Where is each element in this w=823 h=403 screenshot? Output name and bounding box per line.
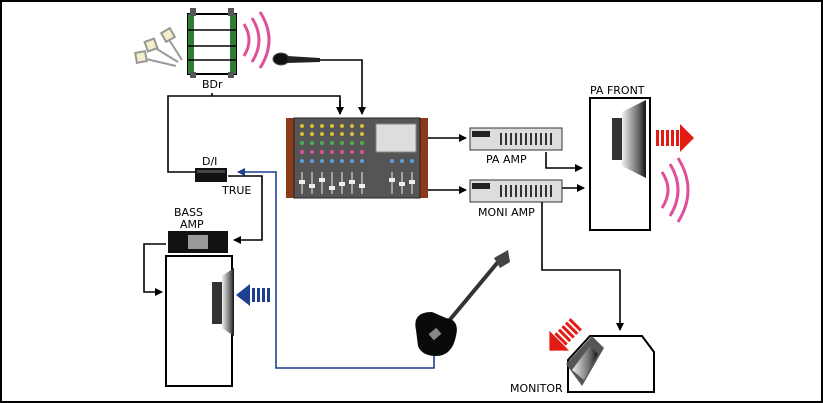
mixing-console-icon: [286, 117, 428, 199]
drum-beaters-icon: [134, 26, 183, 67]
pa-amp-icon: [469, 127, 563, 151]
pa-front-speaker-icon: [589, 97, 651, 231]
moni-amp-label: MONI AMP: [478, 206, 535, 219]
bass-amp-label-line1: BASS: [174, 206, 203, 219]
pa-sound-waves-icon: [660, 157, 690, 223]
monitor-wedge-icon: [566, 335, 655, 393]
microphone-icon: [272, 52, 320, 66]
di-box-label: D/I: [202, 155, 217, 168]
bass-amp-label-line2: AMP: [180, 218, 204, 231]
monitor-label: MONITOR: [510, 382, 563, 395]
bass-drum-label: BDr: [202, 78, 223, 91]
moni-amp-icon: [469, 179, 563, 203]
true-out-label: TRUE: [221, 184, 251, 197]
signal-lines: [143, 59, 624, 331]
monitor-output-arrow-icon: [549, 318, 582, 351]
drum-sound-waves-icon: [242, 11, 271, 69]
bass-drum-icon: [187, 8, 237, 78]
di-box-icon: [195, 168, 227, 182]
bass-amp-head-icon: [168, 231, 228, 253]
bass-cable-line: [237, 168, 435, 369]
pa-front-label: PA FRONT: [590, 84, 645, 97]
bass-sound-arrow-icon: [236, 284, 270, 306]
pa-output-arrow-icon: [656, 124, 694, 152]
bass-cabinet-icon: [165, 255, 234, 387]
pa-amp-label: PA AMP: [486, 153, 527, 166]
bass-guitar-icon: [415, 250, 510, 356]
